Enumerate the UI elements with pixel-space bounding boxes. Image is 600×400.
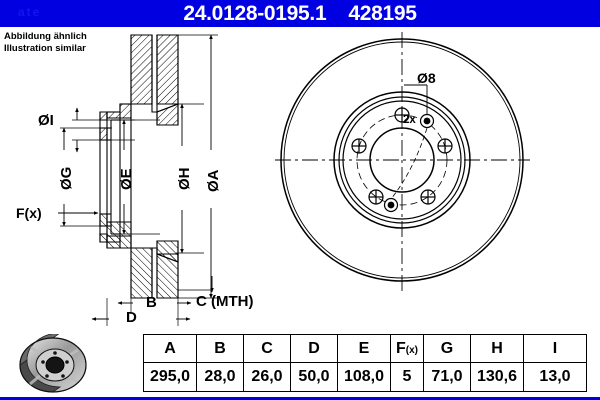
label-dia-g: ØG xyxy=(58,166,75,190)
label-dia-i: ØI xyxy=(38,112,54,129)
fx-main: F xyxy=(395,339,406,357)
table-header-g: G xyxy=(423,334,471,363)
table-value-e: 108,0 xyxy=(337,362,391,392)
brake-disc-illustration xyxy=(19,334,87,393)
label-hole-diameter: Ø8 xyxy=(417,70,436,86)
label-d: D xyxy=(126,309,137,326)
note-german: Abbildung ähnlich xyxy=(4,31,87,42)
table-header-h: H xyxy=(470,334,524,363)
table-value-h: 130,6 xyxy=(470,362,524,392)
reference-number: 428195 xyxy=(348,2,417,25)
fx-sub: (x) xyxy=(405,344,418,356)
label-hole-count: 2x xyxy=(403,114,416,126)
table-value-fx: 5 xyxy=(390,362,424,392)
label-c-mth: C (MTH) xyxy=(196,293,254,310)
brand-watermark: ate xyxy=(18,5,42,19)
part-number: 24.0128-0195.1 xyxy=(183,2,327,25)
table-header-a: A xyxy=(143,334,197,363)
label-b: B xyxy=(146,294,157,311)
table-value-g: 71,0 xyxy=(423,362,471,392)
table-header-i: I xyxy=(523,334,587,363)
table-value-row: 295,0 28,0 26,0 50,0 108,0 5 71,0 130,6 … xyxy=(143,362,587,392)
label-dia-h: ØH xyxy=(176,167,193,191)
table-header-e: E xyxy=(337,334,391,363)
table-header-row: A B C D E F(x) G H I xyxy=(143,334,587,363)
table-header-d: D xyxy=(290,334,338,363)
table-value-d: 50,0 xyxy=(290,362,338,392)
label-dia-a: ØA xyxy=(205,169,222,193)
note-english: Illustration similar xyxy=(4,43,86,54)
table-value-a: 295,0 xyxy=(143,362,197,392)
table-header-fx: F(x) xyxy=(390,334,424,363)
label-fx: F(x) xyxy=(16,205,42,221)
table-value-i: 13,0 xyxy=(523,362,587,392)
footer-rule xyxy=(0,397,600,400)
face-view-drawing xyxy=(275,32,530,292)
table-value-c: 26,0 xyxy=(243,362,291,392)
product-thumbnail xyxy=(3,334,137,396)
table-header-c: C xyxy=(243,334,291,363)
label-dia-e: ØE xyxy=(118,168,135,190)
table-header-b: B xyxy=(196,334,244,363)
header-bar: ate 24.0128-0195.1 428195 xyxy=(0,0,600,27)
table-value-b: 28,0 xyxy=(196,362,244,392)
specification-table: A B C D E F(x) G H I 295,0 28,0 26,0 50,… xyxy=(143,334,587,392)
header-title: 24.0128-0195.1 428195 xyxy=(0,0,600,27)
